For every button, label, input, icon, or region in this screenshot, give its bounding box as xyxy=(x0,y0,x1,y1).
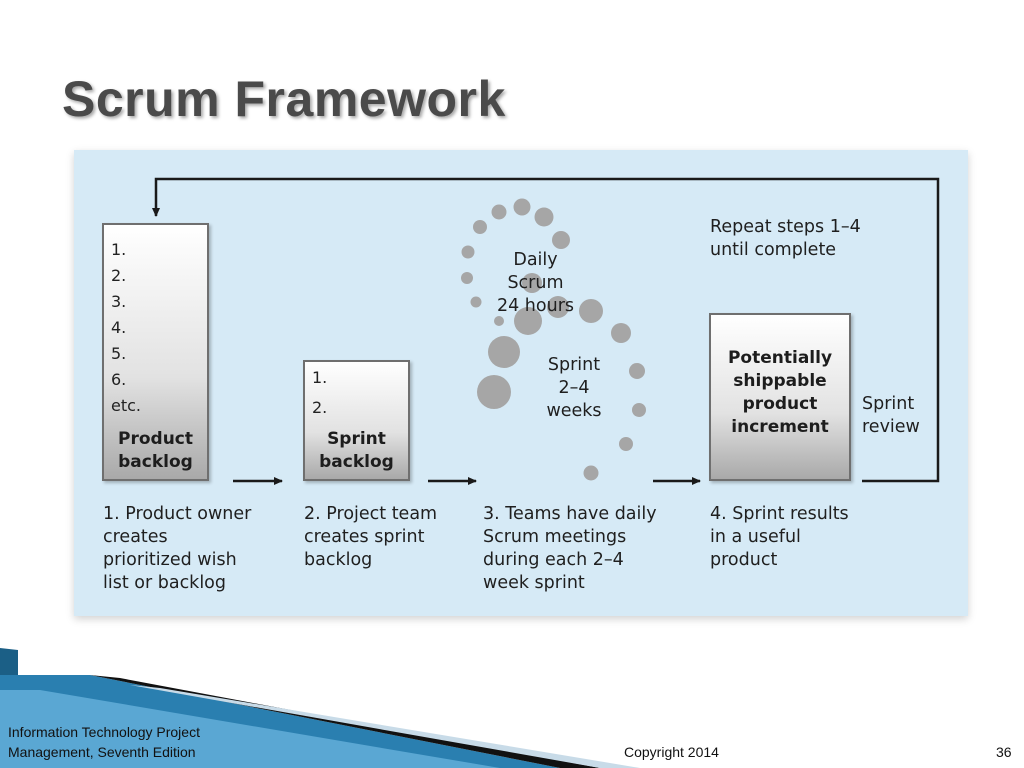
daily-scrum-label: Daily Scrum 24 hours xyxy=(496,250,575,316)
increment-box xyxy=(709,313,851,481)
sprint-backlog-item: 1. xyxy=(312,368,328,387)
repeat-loop-line xyxy=(152,177,940,483)
product-backlog-box xyxy=(102,223,209,481)
product-backlog-item: 2. xyxy=(111,266,127,285)
increment-label: Potentially shippable product increment xyxy=(727,348,833,437)
product-backlog-item: 3. xyxy=(111,292,127,311)
page-title: Scrum Framework xyxy=(62,71,506,127)
footer-course-line2: Management, Seventh Edition xyxy=(8,744,196,760)
sprint-backlog-label: Sprint backlog xyxy=(319,429,394,472)
daily-scrum-circles xyxy=(461,198,570,335)
product-backlog-item: etc. xyxy=(111,396,141,415)
step-4-text: 4. Sprint results in a useful product xyxy=(710,504,849,570)
product-backlog-item: 5. xyxy=(111,344,127,363)
footer-copyright: Copyright 2014 xyxy=(624,744,719,760)
sprint-review-label: Sprint review xyxy=(862,394,920,437)
product-backlog-item: 1. xyxy=(111,240,127,259)
repeat-steps-label: Repeat steps 1–4 until complete xyxy=(710,217,861,260)
page-number: 36 xyxy=(996,744,1012,760)
sprint-length-label: Sprint 2–4 weeks xyxy=(546,355,602,421)
product-backlog-label: Product backlog xyxy=(118,429,193,472)
product-backlog-item: 6. xyxy=(111,370,127,389)
footer-course-line1: Information Technology Project xyxy=(8,724,200,740)
step-2-text: 2. Project team creates sprint backlog xyxy=(304,504,438,570)
product-backlog-item: 4. xyxy=(111,318,127,337)
sprint-backlog-box xyxy=(303,360,410,481)
step-1-text: 1. Product owner creates prioritized wis… xyxy=(103,504,252,593)
sprint-circles xyxy=(477,299,646,481)
step-3-text: 3. Teams have daily Scrum meetings durin… xyxy=(483,504,657,593)
sprint-backlog-item: 2. xyxy=(312,398,328,417)
